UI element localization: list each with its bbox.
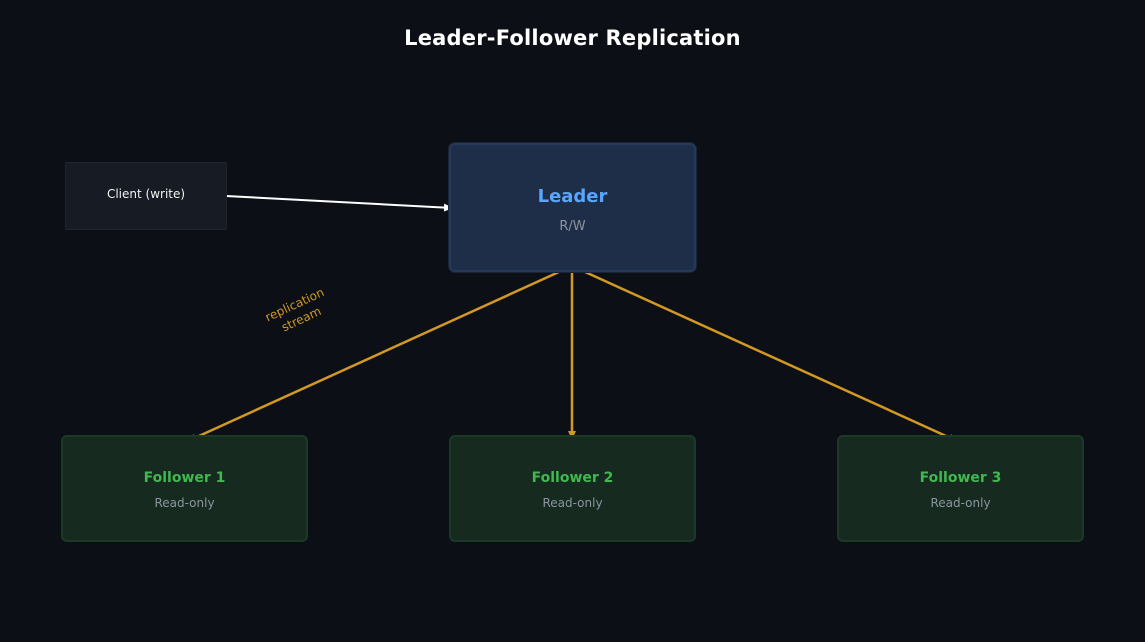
follower-node-2: Follower 2 Read-only xyxy=(449,435,696,542)
leader-name: Leader xyxy=(537,185,608,207)
client-label: Client (write) xyxy=(106,187,186,201)
leader-node: Leader R/W xyxy=(449,143,696,272)
follower-name: Follower 3 xyxy=(919,469,1002,486)
follower-mode: Read-only xyxy=(542,495,603,510)
replication-arrow-follower-3 xyxy=(571,264,958,443)
follower-mode: Read-only xyxy=(154,495,215,510)
follower-mode: Read-only xyxy=(930,495,991,510)
follower-name: Follower 1 xyxy=(143,469,226,486)
follower-node-3: Follower 3 Read-only xyxy=(837,435,1084,542)
follower-node-1: Follower 1 Read-only xyxy=(61,435,308,542)
leader-mode: R/W xyxy=(559,218,586,234)
client-to-leader-arrow xyxy=(225,195,453,212)
client-node: Client (write) xyxy=(65,162,227,230)
follower-name: Follower 2 xyxy=(531,469,614,486)
diagram-title: Leader-Follower Replication xyxy=(404,26,741,50)
replication-arrow-follower-1 xyxy=(187,264,573,443)
